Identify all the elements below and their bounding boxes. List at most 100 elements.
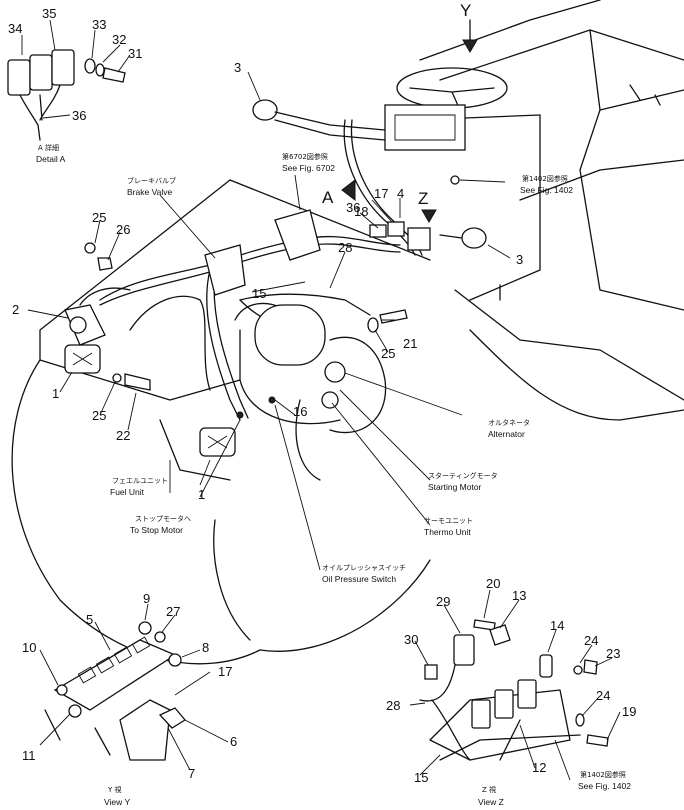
hood-mark-1 — [629, 84, 641, 101]
part-number-32: 32 — [112, 32, 126, 47]
part-number-14: 14 — [550, 618, 564, 633]
detail-a-title-en: Detail A — [36, 154, 66, 164]
part-number-28-main: 28 — [338, 240, 352, 255]
view-z-caption-en: View Z — [478, 797, 504, 807]
alternator-label-en: Alternator — [488, 429, 525, 439]
cab-roof — [439, 29, 684, 81]
switch-14 — [539, 654, 553, 678]
relay-2 — [29, 54, 53, 91]
view-z-arrow — [421, 209, 437, 223]
part-number-17-viewy: 17 — [218, 664, 232, 679]
connector-30 — [424, 664, 438, 680]
part-number-12: 12 — [532, 760, 546, 775]
part-number-30: 30 — [404, 632, 418, 647]
part-number-22: 22 — [116, 428, 130, 443]
part-number-28-viewz: 28 — [386, 698, 400, 713]
alternator-fasteners — [367, 309, 408, 333]
roller-drum-inner — [213, 519, 251, 641]
knob-9 — [138, 621, 152, 635]
lever-right — [439, 227, 487, 249]
engine-block — [254, 304, 326, 366]
part-number-25-upper: 25 — [92, 210, 106, 225]
connector-36 — [387, 221, 405, 237]
part-number-3-upper: 3 — [234, 60, 241, 75]
knob-27 — [154, 631, 166, 643]
relay-29 — [453, 634, 475, 666]
bolt-21 — [379, 309, 408, 324]
part-number-20: 20 — [486, 576, 500, 591]
part-number-36-column: 36 — [346, 200, 360, 215]
switch-10 — [56, 684, 68, 696]
rear-wheel-arch — [469, 329, 684, 421]
relay-3 — [51, 49, 75, 86]
engine — [234, 302, 387, 481]
cab-top-edge — [419, 0, 601, 61]
bolt-19 — [586, 734, 609, 747]
part-number-1-rear: 1 — [198, 487, 205, 502]
see-1402-bottom-label-jp: 第1402図参照 — [580, 770, 626, 779]
washer-25-alt — [367, 317, 379, 333]
relay-leads — [19, 84, 61, 141]
view-z-caption-jp: Z 視 — [482, 785, 496, 794]
connector-18 — [369, 224, 387, 238]
relay-12-b — [494, 689, 514, 719]
cab-front — [589, 29, 684, 111]
part-number-7: 7 — [188, 766, 195, 781]
starting-motor-label-jp: スターティングモータ — [428, 471, 498, 480]
frame-side — [159, 419, 231, 481]
view-y-caption-en: View Y — [104, 797, 130, 807]
part-number-26: 26 — [116, 222, 130, 237]
panel-lamp-3 — [113, 646, 133, 664]
harness-28 — [419, 664, 471, 761]
stop-motor-label-jp: ストップモータへ — [135, 514, 191, 523]
part-number-10: 10 — [22, 640, 36, 655]
nut-26 — [97, 257, 113, 271]
view-y-letter: Y — [460, 1, 471, 20]
lever-left — [252, 99, 386, 141]
knob-8 — [168, 653, 182, 667]
leader-lines — [21, 19, 621, 781]
part-number-23: 23 — [606, 646, 620, 661]
stop-motor-label-en: To Stop Motor — [130, 525, 183, 535]
engine-lower — [295, 399, 321, 481]
part-number-15-viewz: 15 — [414, 770, 428, 785]
light-bracket-socket — [69, 316, 87, 334]
part-number-33: 33 — [92, 17, 106, 32]
washer-25-upper — [84, 242, 96, 254]
thermo-unit-label-en: Thermo Unit — [424, 527, 471, 537]
part-number-4: 4 — [397, 186, 404, 201]
bolt-31 — [102, 67, 126, 83]
view-z — [419, 619, 609, 761]
part-number-8: 8 — [202, 640, 209, 655]
panel-lamp-1 — [77, 666, 97, 684]
oil-pressure-switch-marker — [268, 396, 276, 404]
relay-12-a — [471, 699, 491, 729]
roller-drum-outline — [11, 359, 261, 665]
head-lights — [64, 242, 236, 457]
part-number-1-left: 1 — [52, 386, 59, 401]
steering-wheel — [384, 19, 508, 151]
fender-top — [519, 159, 684, 201]
part-number-21: 21 — [403, 336, 417, 351]
part-number-13: 13 — [512, 588, 526, 603]
lever-knob-right — [461, 227, 487, 249]
part-number-24-lower: 24 — [596, 688, 610, 703]
washer-24-lower — [575, 713, 585, 727]
hood-mark-2 — [654, 94, 661, 106]
part-number-25-lower: 25 — [92, 408, 106, 423]
head-light-rear-lens — [207, 435, 228, 449]
view-y-caption-jp: Y 視 — [107, 785, 122, 794]
dash-panel — [414, 114, 541, 301]
machine-body — [11, 0, 684, 665]
clip-13 — [489, 624, 511, 646]
part-number-31: 31 — [128, 46, 142, 61]
harness-main-upper — [99, 235, 401, 301]
detail-a — [7, 49, 126, 141]
ref-1402-connector — [450, 175, 460, 185]
part-number-6: 6 — [230, 734, 237, 749]
panel-lamp-4 — [131, 636, 151, 654]
detail-a-title-jp: A 詳細 — [38, 143, 59, 152]
brake-valve-label-jp: ブレーキバルブ — [127, 176, 176, 185]
see-1402-bottom-label-en: See Fig. 1402 — [578, 781, 631, 791]
